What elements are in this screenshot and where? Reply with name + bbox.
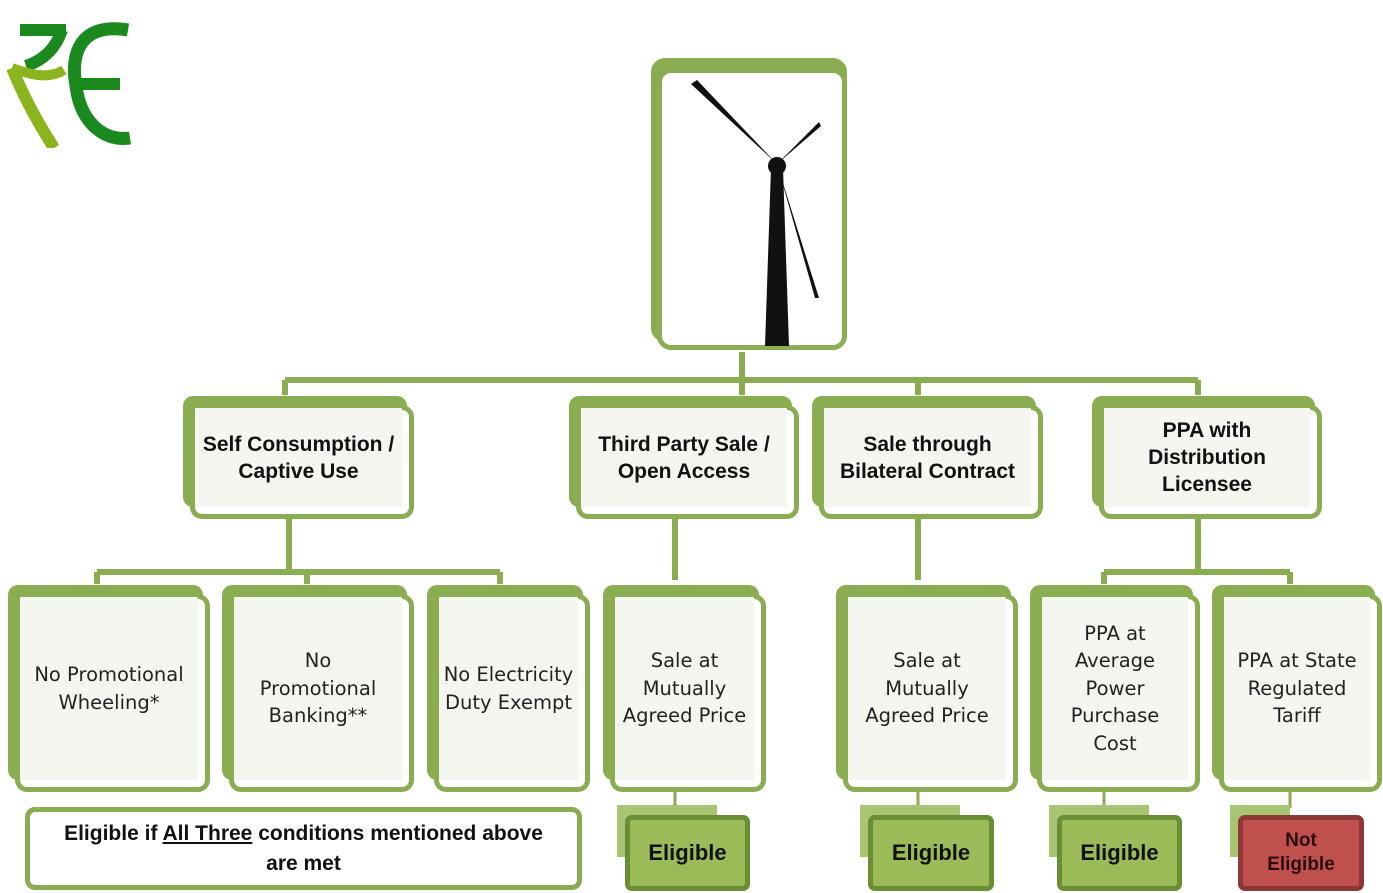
category-label: PPA with Distribution Licensee bbox=[1104, 408, 1310, 507]
option-label: No Electricity Duty Exempt bbox=[439, 597, 578, 780]
outcome-bilateral: Eligible bbox=[860, 805, 994, 891]
rupee-e-logo bbox=[4, 8, 134, 152]
category-ppa-distribution: PPA with Distribution Licensee bbox=[1092, 396, 1322, 519]
category-label: Third Party Sale / Open Access bbox=[581, 408, 787, 507]
option-promotional-wheeling: No Promotional Wheeling* bbox=[8, 585, 210, 792]
category-self-consumption: Self Consumption / Captive Use bbox=[183, 396, 414, 519]
note-emphasis: All Three bbox=[162, 821, 253, 845]
outcome-ppa-state-tariff: Not Eligible bbox=[1230, 805, 1364, 891]
note-line-2: are met bbox=[266, 851, 341, 875]
option-bilateral-price: Sale at Mutually Agreed Price bbox=[836, 585, 1018, 792]
note-line-1: Eligible if All Three conditions mention… bbox=[64, 819, 543, 849]
wind-turbine-icon bbox=[691, 80, 821, 346]
outcome-ppa-average: Eligible bbox=[1049, 805, 1182, 891]
outcome-label: Not Eligible bbox=[1238, 815, 1364, 891]
eligibility-note: Eligible if All Three conditions mention… bbox=[25, 807, 582, 890]
option-label: No Promotional Banking** bbox=[234, 597, 402, 780]
option-promotional-banking: No Promotional Banking** bbox=[222, 585, 414, 792]
category-third-party-sale: Third Party Sale / Open Access bbox=[569, 396, 799, 519]
option-label: PPA at State Regulated Tariff bbox=[1224, 597, 1370, 780]
option-electricity-duty: No Electricity Duty Exempt bbox=[427, 585, 590, 792]
option-ppa-state-tariff: PPA at State Regulated Tariff bbox=[1212, 585, 1382, 792]
wind-turbine-node bbox=[651, 58, 855, 354]
category-bilateral-contract: Sale through Bilateral Contract bbox=[812, 396, 1043, 519]
outcome-label: Eligible bbox=[1057, 815, 1182, 891]
category-label: Sale through Bilateral Contract bbox=[824, 408, 1031, 507]
outcome-label: Eligible bbox=[868, 815, 994, 891]
option-label: PPA at Average Power Purchase Cost bbox=[1042, 597, 1188, 780]
option-label: Sale at Mutually Agreed Price bbox=[848, 597, 1006, 780]
rupee-e-logo-icon bbox=[6, 22, 131, 152]
outcome-label: Eligible bbox=[625, 815, 750, 891]
note-suffix: conditions mentioned above bbox=[258, 821, 543, 845]
note-prefix: Eligible if bbox=[64, 821, 158, 845]
option-third-party-price: Sale at Mutually Agreed Price bbox=[603, 585, 766, 792]
option-label: Sale at Mutually Agreed Price bbox=[615, 597, 754, 780]
category-label: Self Consumption / Captive Use bbox=[195, 408, 402, 507]
outcome-third-party: Eligible bbox=[617, 805, 750, 891]
option-label: No Promotional Wheeling* bbox=[20, 597, 198, 780]
option-ppa-average-cost: PPA at Average Power Purchase Cost bbox=[1030, 585, 1200, 792]
